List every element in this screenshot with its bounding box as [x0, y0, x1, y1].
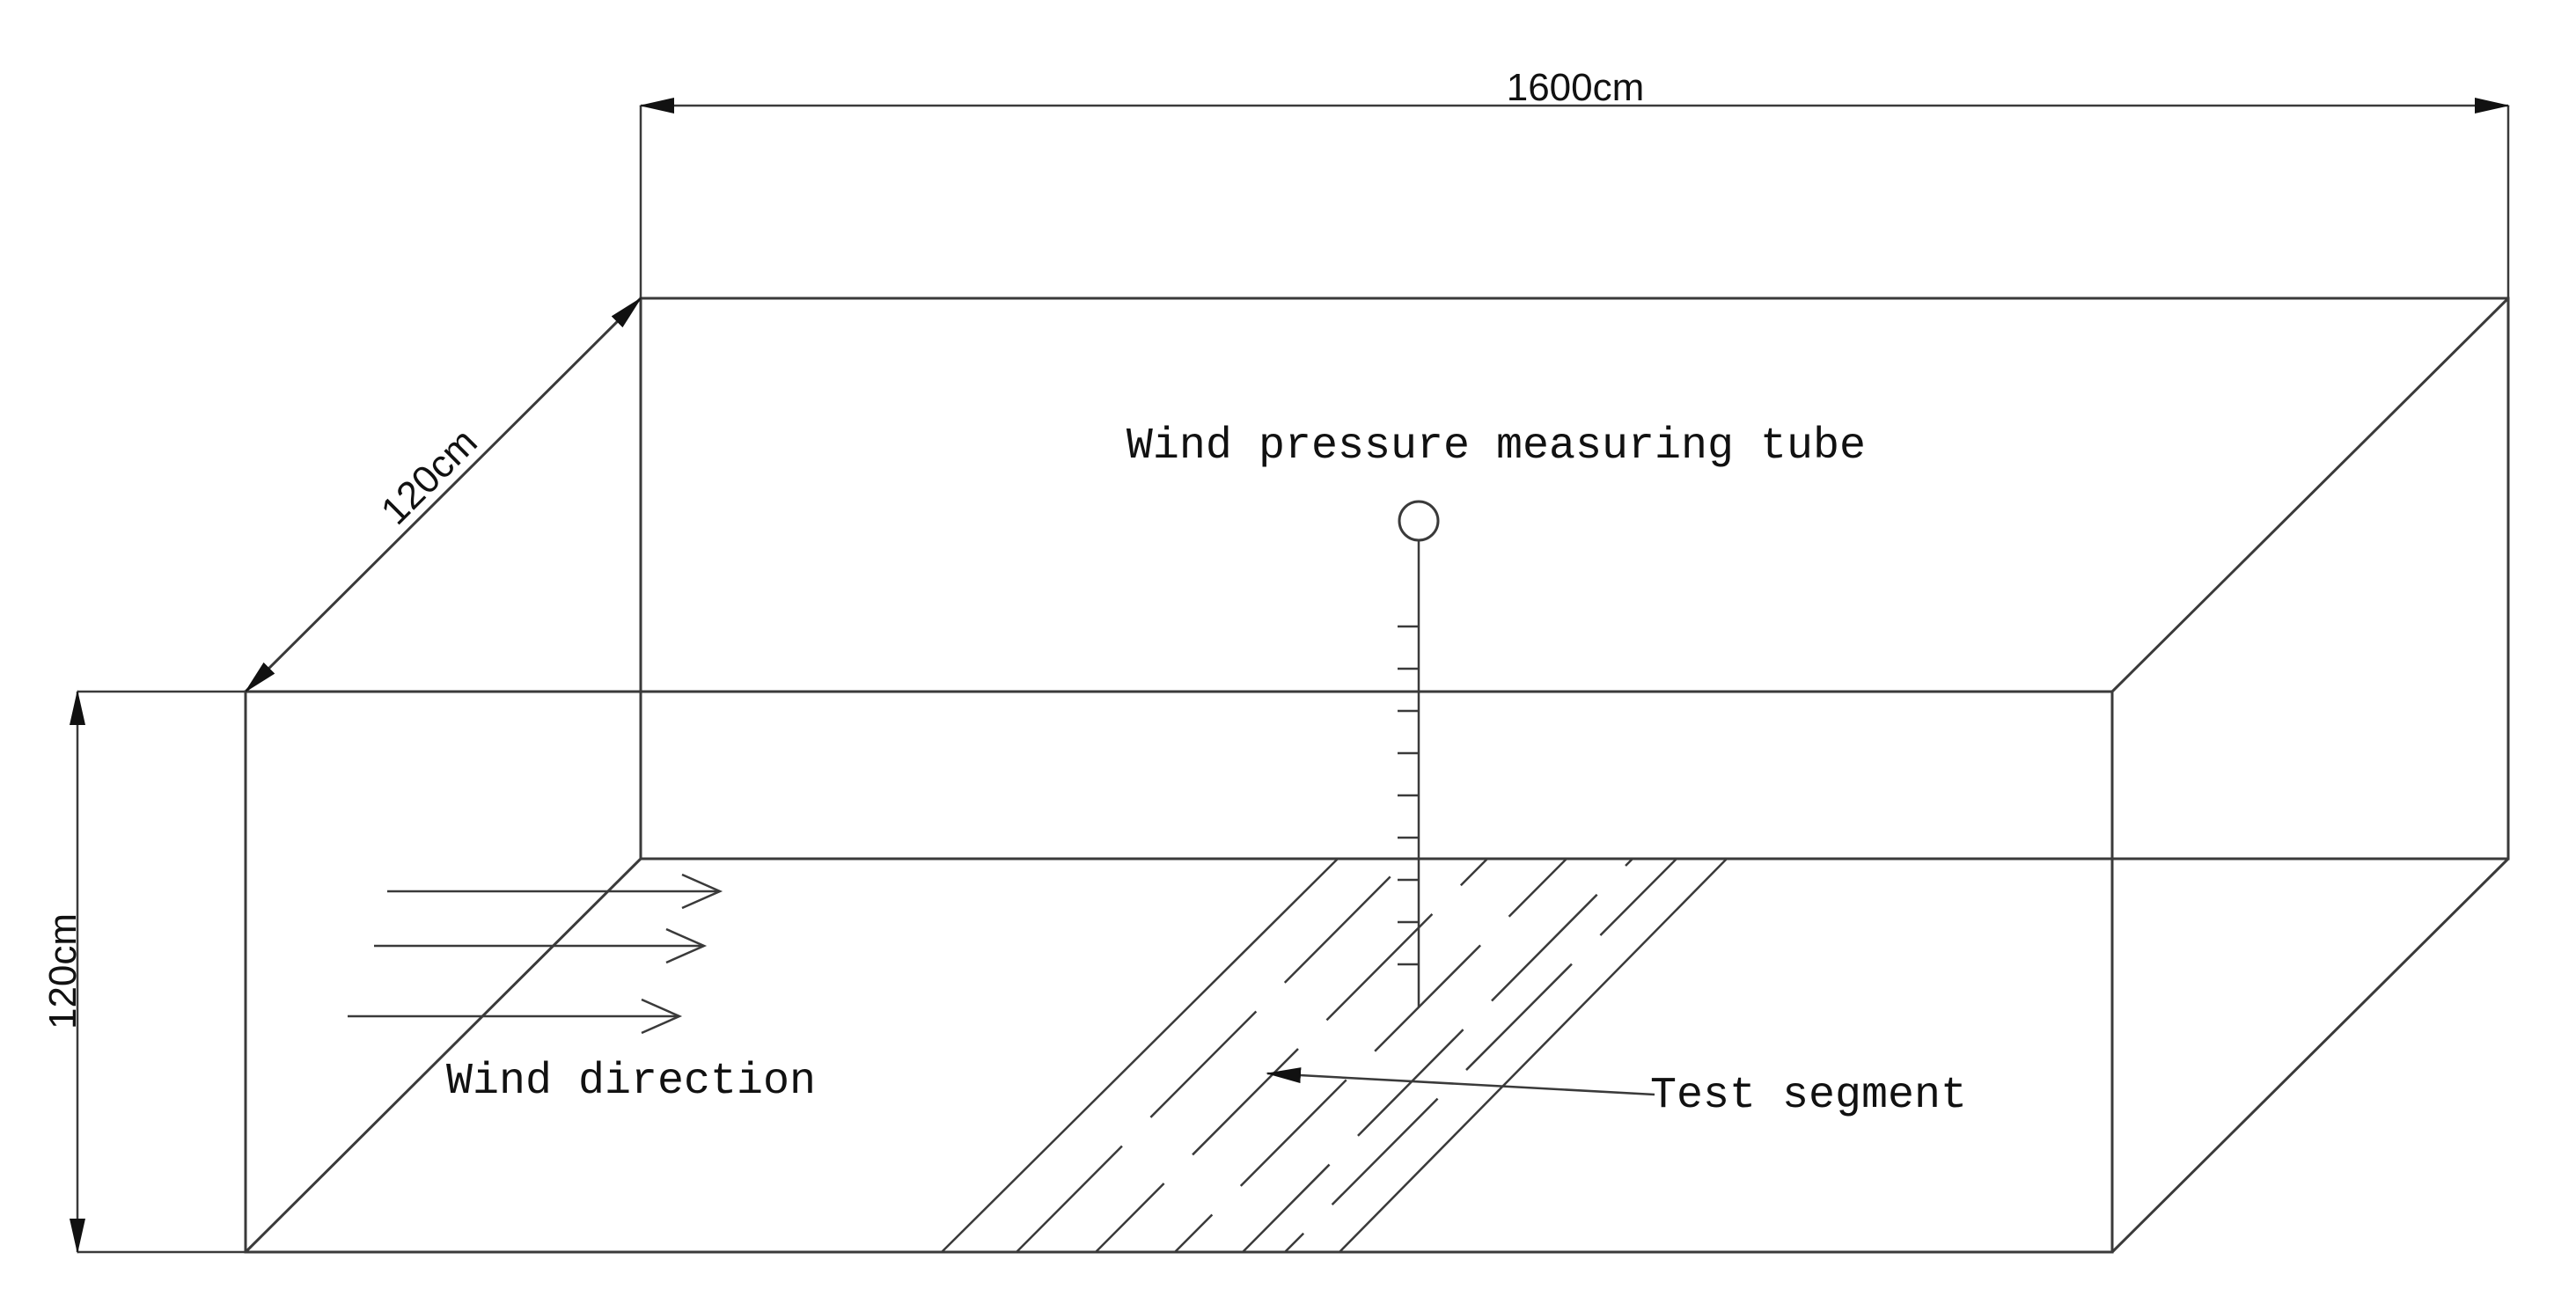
tunnel-box: [244, 297, 2510, 1254]
depth-edge-bottom-left: [244, 857, 642, 1254]
depth-edge-top-right: [2110, 297, 2510, 693]
wind-direction-label: Wind direction: [446, 1057, 816, 1107]
depth-edge-bottom-right: [2110, 857, 2510, 1254]
hatch-line: [1016, 858, 1409, 1253]
segment-boundary-left: [941, 858, 1339, 1253]
segment-hatch-lines: [1016, 858, 1677, 1253]
hatch-line: [1284, 858, 1677, 1253]
tube-label: Wind pressure measuring tube: [1127, 421, 1866, 472]
hatch-line: [1242, 858, 1633, 1253]
wind-arrow-head: [681, 873, 723, 910]
tube-head-circle: [1398, 500, 1440, 542]
wind-arrow: [374, 927, 708, 964]
depth-dimension-line: [244, 297, 642, 693]
wind-arrow: [348, 998, 683, 1035]
dimension-height: 120cm: [41, 690, 246, 1254]
wind-arrows: Wind direction: [348, 873, 816, 1107]
hatch-line: [1095, 858, 1488, 1253]
tube-ticks: [1398, 625, 1419, 966]
length-label: 1600cm: [1507, 66, 1645, 109]
depth-label: 120cm: [373, 421, 486, 533]
dimension-length: 1600cm: [639, 66, 2510, 298]
segment-boundary-right: [1339, 858, 1728, 1253]
test-segment: Test segment: [941, 858, 1967, 1253]
wind-arrow-head: [665, 927, 708, 964]
back-face: [639, 297, 2510, 861]
front-face: [244, 690, 2114, 1254]
hatch-line: [1174, 858, 1567, 1253]
wind-arrow-head: [641, 998, 683, 1035]
test-segment-leader: [1266, 1067, 1655, 1096]
dimension-depth: 120cm: [244, 297, 642, 693]
pressure-tube: Wind pressure measuring tube: [1127, 421, 1866, 1007]
height-label: 120cm: [41, 913, 84, 1029]
test-segment-label: Test segment: [1650, 1071, 1967, 1121]
wind-arrow: [387, 873, 723, 910]
